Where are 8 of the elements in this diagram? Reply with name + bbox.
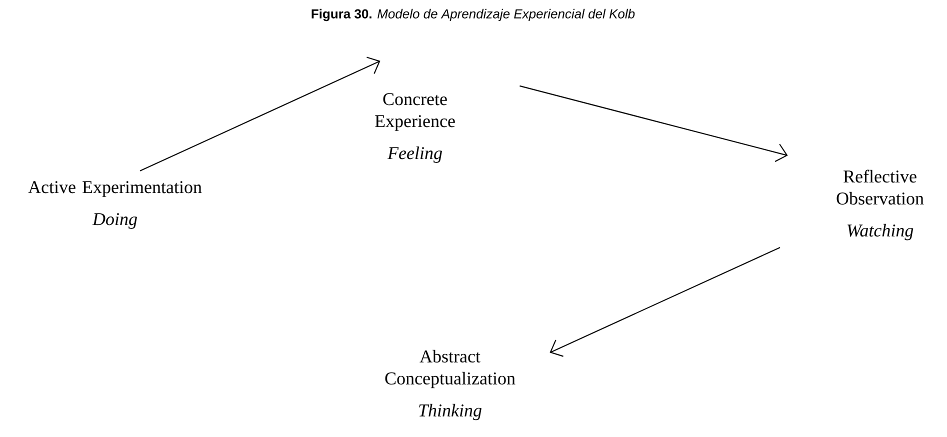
stage-label: Reflective Observation Watching: [836, 170, 924, 240]
arrow: [550, 246, 780, 357]
arrow: [140, 56, 380, 172]
stage-label: Concrete Experience Feeling: [375, 93, 455, 163]
stage-label: Abstract Conceptualization Thinking: [385, 350, 516, 420]
stage-label: Active Experimentation Doing: [28, 181, 202, 229]
figure-title: Figura 30. Modelo de Aprendizaje Experiencial del Kolb: [312, 8, 635, 22]
arrow: [520, 85, 788, 162]
